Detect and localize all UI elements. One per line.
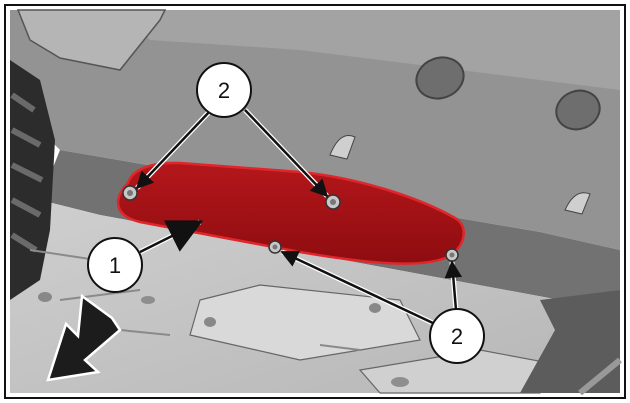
floor-bolt <box>204 317 216 327</box>
callout-fastener-top: 2 <box>196 62 252 118</box>
fastener <box>325 194 341 210</box>
oval-cutout <box>415 56 465 100</box>
callout-fastener-bottom-label: 2 <box>451 324 463 349</box>
oval-cutout <box>555 89 601 131</box>
floor-bolt <box>369 303 381 313</box>
fastener <box>122 185 138 201</box>
callout-panel-label: 1 <box>109 253 121 278</box>
floor-slot <box>141 296 155 304</box>
right-bracket <box>520 290 620 393</box>
leader-lines <box>135 108 463 327</box>
top-left-bracket <box>16 9 167 71</box>
floor-raised-pad <box>189 284 421 361</box>
fastener <box>268 240 282 254</box>
fastener <box>445 248 459 262</box>
slot-tab <box>329 135 356 160</box>
slot-tab <box>564 192 591 215</box>
right-spring <box>578 357 622 396</box>
tire-tread <box>10 92 44 253</box>
floor-slot <box>391 377 409 387</box>
callout-fastener-top-label: 2 <box>218 78 230 103</box>
diagram-frame <box>4 4 626 399</box>
floor-ribs <box>29 249 361 351</box>
callout-fastener-bottom: 2 <box>429 308 485 364</box>
callout-panel: 1 <box>87 237 143 293</box>
forward-arrow-icon <box>46 293 122 382</box>
upper-panel-highlight <box>120 10 620 90</box>
cover-panel <box>116 161 465 265</box>
floor-bolt <box>38 292 52 302</box>
